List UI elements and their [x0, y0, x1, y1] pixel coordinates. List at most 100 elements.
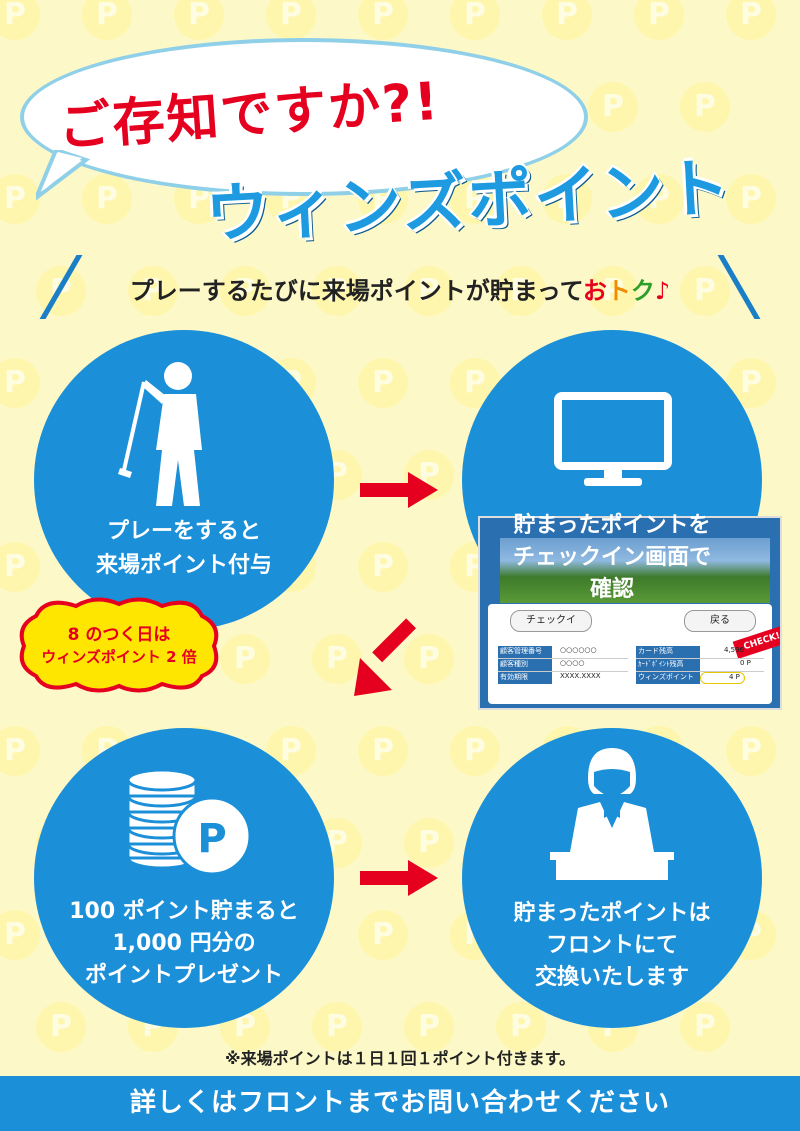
info-label: ｶｰﾄﾞﾎﾟｲﾝﾄ残高 [636, 659, 700, 671]
background-p-coin [588, 266, 638, 316]
background-p-coin [542, 0, 592, 40]
background-p-coin [680, 266, 730, 316]
background-p-coin [312, 266, 362, 316]
background-p-coin [358, 910, 408, 960]
background-p-coin [0, 0, 40, 40]
arrow-down-left [354, 618, 417, 696]
front-desk-staff-icon [550, 748, 674, 880]
background-p-coin [358, 726, 408, 776]
info-label: 顧客種別 [498, 659, 552, 671]
background-p-coin [128, 266, 178, 316]
background-p-coin [0, 358, 40, 408]
background-p-coin [220, 634, 270, 684]
info-row: ｶｰﾄﾞﾎﾟｲﾝﾄ残高 0 P [636, 659, 764, 672]
info-label: カード残高 [636, 646, 700, 658]
background-p-coin [634, 174, 684, 224]
step-4-circle: 貯まったポイントは フロントにて 交換いたします [462, 728, 762, 1028]
info-row: 顧客種別 ○○○○ [498, 659, 628, 672]
background-p-coin [680, 1002, 730, 1052]
step-3-line3: ポイントプレゼント [84, 963, 283, 988]
info-row: 有効期限 XXXX.XXXX [498, 672, 628, 684]
info-value: ○○○○ [560, 659, 585, 667]
background-p-coin [404, 634, 454, 684]
step-3-circle: P 100 ポイント貯まると 1,000 円分の ポイントプレゼント [34, 728, 334, 1028]
double-points-badge [19, 597, 219, 693]
arrow-right-1 [360, 472, 438, 508]
background-p-coin [36, 1002, 86, 1052]
info-row: 顧客管理番号 ○○○○○○ [498, 646, 628, 659]
tagline: プレーするたびに来場ポイントが貯まっておトク♪ [39, 255, 761, 325]
background-p-coin [220, 1002, 270, 1052]
background-p-coin [496, 1002, 546, 1052]
info-label: 顧客管理番号 [498, 646, 552, 658]
background-p-coin [174, 0, 224, 40]
background-p-coin [266, 0, 316, 40]
step-1-circle: プレーをすると 来場ポイント付与 [34, 330, 334, 630]
background-p-coin [450, 726, 500, 776]
background-p-coin [82, 0, 132, 40]
background-p-coin [450, 0, 500, 40]
golf-course-photo [500, 538, 770, 603]
step-3-line1: 100 ポイント貯まると [69, 899, 299, 924]
checkin-screen-image: チェックイ 戻る CHECK!! 顧客管理番号○○○○○○ 顧客種別○○○○ 有… [478, 516, 782, 710]
golfer-icon [118, 362, 202, 506]
background-p-coin [542, 174, 592, 224]
background-p-coin [220, 266, 270, 316]
notice-text: ※来場ポイントは１日１回１ポイント付きます。 [225, 1049, 575, 1068]
background-p-coin [450, 358, 500, 408]
coin-stack-icon [126, 768, 252, 876]
tagline-text: プレーするたびに来場ポイントが貯まっておトク♪ [40, 271, 760, 306]
background-p-coin [726, 0, 776, 40]
badge-line2: ウィンズポイント 2 倍 [41, 648, 197, 666]
background-p-coin [726, 726, 776, 776]
step-4-line3: 交換いたします [534, 965, 689, 990]
background-p-coin [450, 174, 500, 224]
info-value: 4,596 [724, 646, 745, 654]
step-1-line1: プレーをすると [106, 519, 261, 544]
background-p-coin [82, 174, 132, 224]
arrow-right-2 [360, 860, 438, 896]
info-label: ウィンズポイント [636, 672, 700, 684]
speech-bubble [20, 38, 588, 196]
background-p-coin [358, 358, 408, 408]
step-4-line2: フロントにて [545, 933, 678, 958]
background-p-coin [0, 542, 40, 592]
info-value: 0 P [740, 659, 751, 667]
info-value: 4 P [700, 672, 745, 684]
background-p-coin [358, 0, 408, 40]
background-p-coin [588, 82, 638, 132]
speech-bubble-tail [36, 150, 91, 200]
background-p-coin [726, 174, 776, 224]
tagline-to: ト [606, 277, 631, 305]
checkin-button: チェックイ [510, 610, 592, 632]
info-label: 有効期限 [498, 672, 552, 684]
tagline-o: お [582, 277, 607, 305]
background-p-coin [0, 174, 40, 224]
info-value: XXXX.XXXX [560, 672, 601, 680]
footer-banner: 詳しくはフロントまでお問い合わせください [0, 1076, 800, 1131]
tagline-note: ♪ [654, 277, 671, 305]
background-p-coin [312, 634, 362, 684]
background-p-coin [634, 0, 684, 40]
background-p-coin [680, 82, 730, 132]
coin-p-label: P [197, 816, 227, 862]
info-value: ○○○○○○ [560, 646, 597, 654]
step-1-line2: 来場ポイント付与 [95, 553, 272, 578]
background-p-coin [404, 1002, 454, 1052]
monitor-icon [554, 392, 672, 486]
info-table-left: 顧客管理番号 ○○○○○○ 顧客種別 ○○○○ 有効期限 XXXX.XXXX [498, 646, 628, 684]
background-p-coin [404, 818, 454, 868]
background-p-coin [404, 266, 454, 316]
background-p-coin [358, 542, 408, 592]
background-p-coin [496, 266, 546, 316]
badge-line1: 8 のつく日は [67, 625, 171, 645]
tagline-lead: プレーするたびに来場ポイントが貯まって [129, 277, 583, 305]
tagline-ku: ク [630, 277, 655, 305]
background-p-coin [0, 726, 40, 776]
step-4-line1: 貯まったポイントは [513, 901, 711, 926]
background-p-coin [0, 910, 40, 960]
step-3-line2: 1,000 円分の [112, 931, 256, 956]
back-button: 戻る [684, 610, 756, 632]
background-p-coin [312, 1002, 362, 1052]
